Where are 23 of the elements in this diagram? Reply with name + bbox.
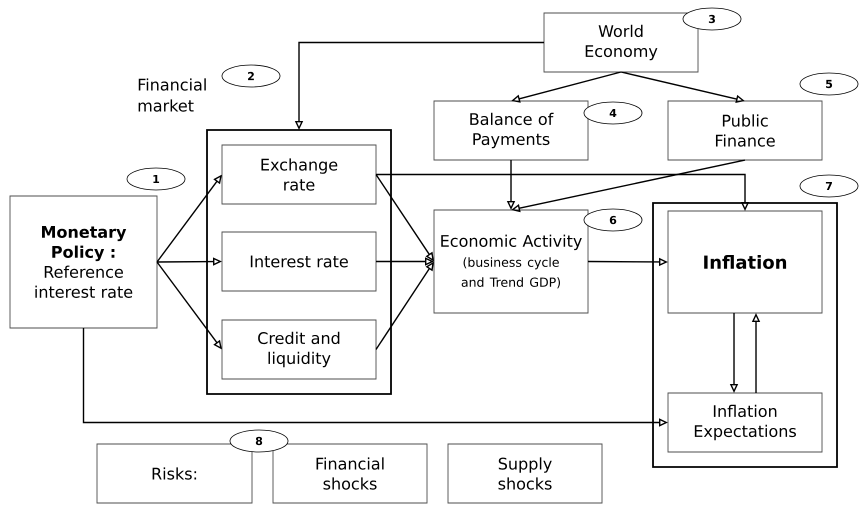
callout-number: 4 bbox=[584, 102, 642, 124]
group-heading: Financial market bbox=[138, 78, 206, 112]
process-box: Economic Activity (business cycle and Trend GDP) bbox=[434, 210, 588, 314]
callout-number: 3 bbox=[682, 8, 742, 30]
process-box: Inflation Expectations bbox=[668, 392, 822, 452]
process-box: Risks: bbox=[96, 444, 252, 504]
process-box: Supply shocks bbox=[448, 444, 602, 504]
callout-number: 7 bbox=[800, 174, 858, 198]
callout-number: 8 bbox=[230, 430, 288, 452]
callout-number: 1 bbox=[126, 168, 186, 190]
process-box: World Economy bbox=[544, 12, 698, 72]
callout-number: 6 bbox=[584, 208, 642, 232]
process-box: Interest rate bbox=[222, 232, 376, 292]
group-frame bbox=[652, 202, 838, 468]
process-box: Financial shocks bbox=[272, 444, 428, 504]
callout-number: 2 bbox=[222, 64, 280, 88]
process-box: Monetary Policy : Reference interest rate bbox=[10, 196, 158, 328]
process-box: Inflation bbox=[668, 210, 822, 314]
process-box: Exchange rate bbox=[222, 144, 376, 204]
process-box: Public Finance bbox=[668, 100, 822, 160]
callout-number: 5 bbox=[800, 72, 858, 96]
process-box: Balance of Payments bbox=[434, 100, 588, 160]
process-box: Credit and liquidity bbox=[222, 320, 376, 380]
